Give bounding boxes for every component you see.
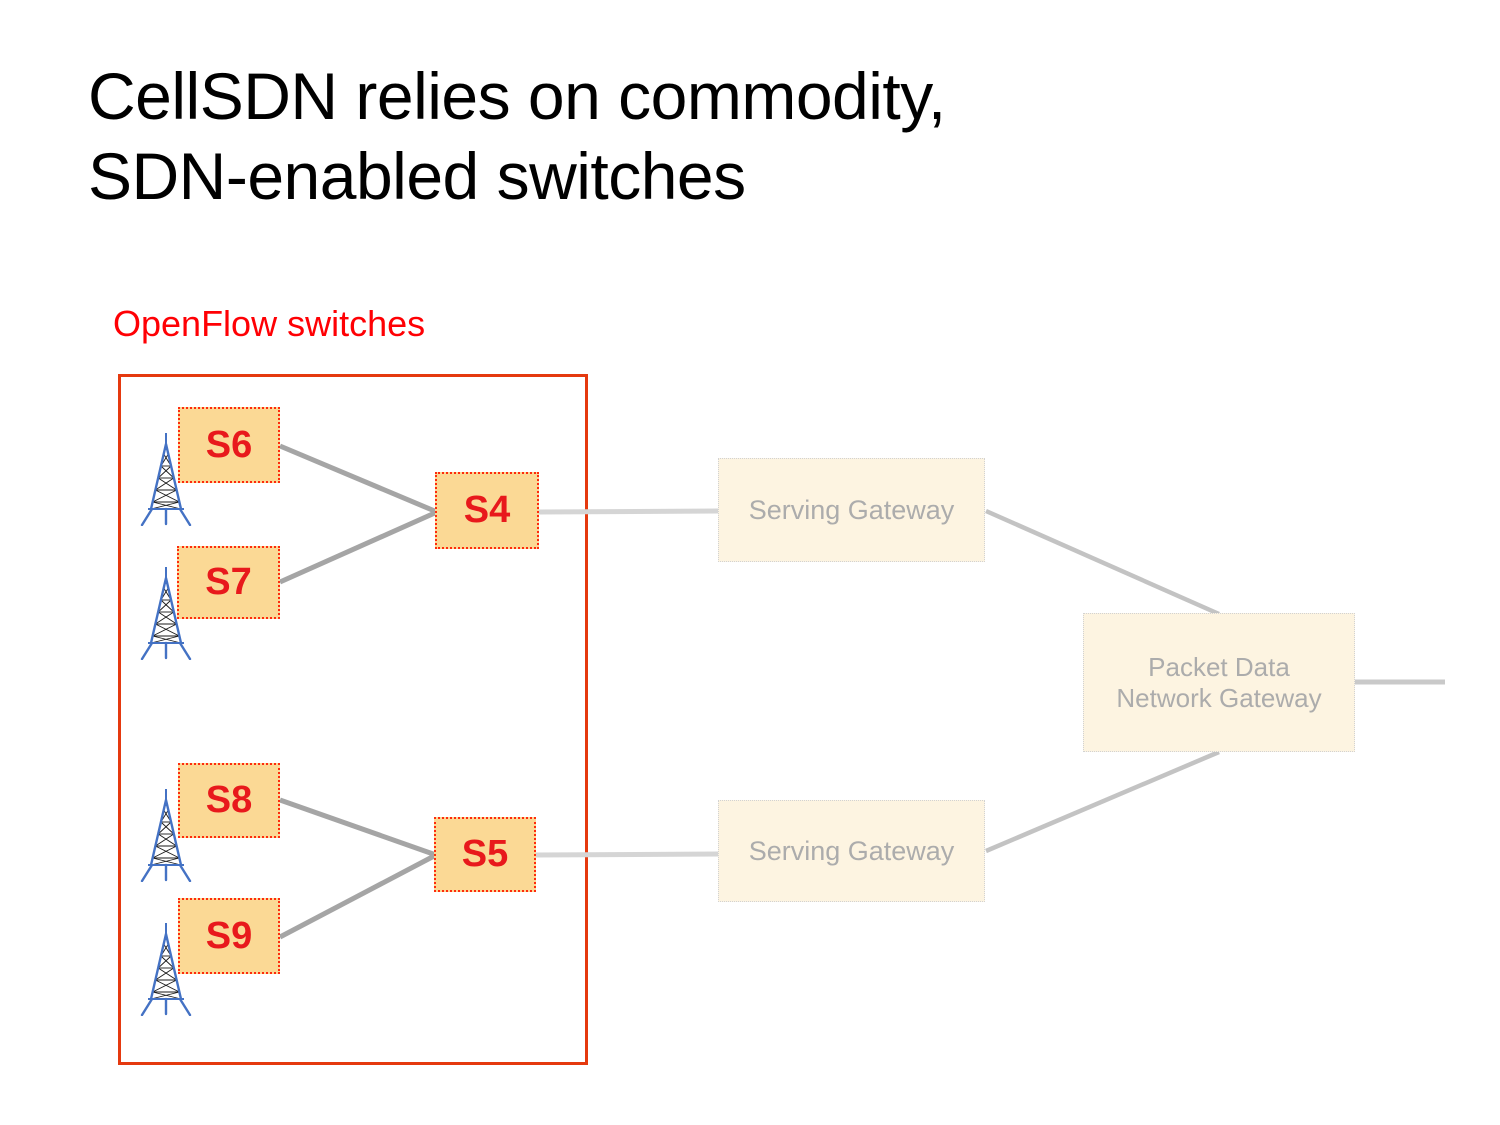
serving-gateway-bottom-label: Serving Gateway (748, 835, 955, 866)
openflow-region-label: OpenFlow switches (113, 303, 426, 344)
switch-label-s6: S6 (205, 423, 253, 466)
switch-label-s7: S7 (205, 561, 252, 603)
serving-gateway-bottom-node: Serving Gateway (718, 800, 985, 902)
switch-node-s6: S6 (178, 407, 280, 483)
switch-node-s7: S7 (177, 546, 280, 619)
switch-node-s4: S4 (435, 472, 539, 549)
pdn-gateway-label-line2: Network Gateway (1116, 682, 1322, 713)
link-servinggw-bottom-pdngw (985, 749, 1220, 854)
pdn-gateway-label-line1: Packet Data (1148, 651, 1290, 682)
switch-node-s5: S5 (434, 817, 536, 892)
link-servinggw-top-pdngw (985, 508, 1220, 617)
switch-label-s5: S5 (461, 833, 509, 875)
switch-label-s9: S9 (205, 914, 253, 957)
slide-title-line1: CellSDN relies on commodity, (88, 59, 946, 133)
serving-gateway-top-label: Serving Gateway (748, 494, 955, 525)
packet-data-network-gateway-node: Packet Data Network Gateway (1083, 613, 1355, 752)
slide-title: CellSDN relies on commodity, SDN-enabled… (88, 56, 946, 216)
switch-node-s9: S9 (178, 898, 280, 974)
switch-node-s8: S8 (178, 763, 280, 838)
serving-gateway-top-node: Serving Gateway (718, 458, 985, 562)
switch-label-s4: S4 (463, 489, 511, 531)
openflow-region-box (118, 374, 588, 1065)
switch-label-s8: S8 (205, 779, 253, 821)
slide-title-line2: SDN-enabled switches (88, 139, 746, 213)
